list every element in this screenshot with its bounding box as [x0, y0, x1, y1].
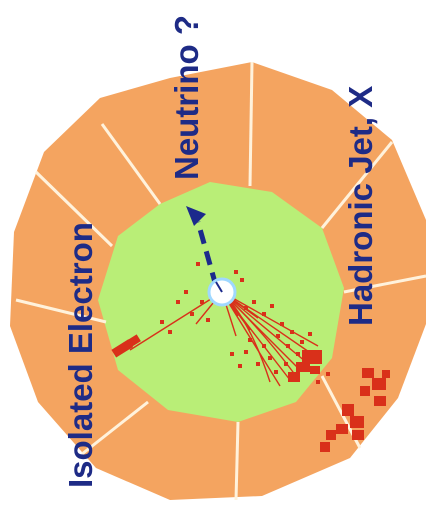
- isolated-electron-label: Isolated Electron: [62, 222, 99, 488]
- jet-deposit: [310, 366, 320, 374]
- segment-line: [100, 123, 162, 205]
- jet-deposit: [374, 396, 386, 406]
- hit-point: [268, 356, 272, 360]
- calorimeter-segment-lines: [15, 61, 427, 501]
- hit-point: [296, 352, 300, 356]
- hit-point: [308, 332, 312, 336]
- tracker-hits: [160, 262, 330, 384]
- hit-point: [234, 270, 238, 274]
- jet-deposit: [350, 416, 364, 428]
- hit-point: [206, 318, 210, 322]
- hit-point: [238, 364, 242, 368]
- hit-point: [300, 340, 304, 344]
- electron-deposit: [123, 334, 141, 350]
- neutrino-label: Neutrino ?: [168, 15, 205, 180]
- hit-point: [168, 330, 172, 334]
- segment-line: [15, 298, 107, 324]
- jet-deposit: [372, 378, 386, 390]
- hit-point: [284, 362, 288, 366]
- jet-deposit: [326, 430, 336, 440]
- hit-point: [262, 312, 266, 316]
- hit-point: [190, 312, 194, 316]
- hit-point: [286, 344, 290, 348]
- segment-line: [81, 400, 149, 456]
- segment-line: [34, 170, 114, 248]
- hit-point: [196, 262, 200, 266]
- hit-point: [184, 290, 188, 294]
- hit-point: [276, 334, 280, 338]
- jet-deposit: [320, 442, 330, 452]
- segment-line: [248, 61, 254, 187]
- hadronic-jet-label: Hadronic Jet, X: [342, 86, 379, 326]
- jet-deposit: [360, 386, 370, 396]
- interaction-vertex: [207, 277, 237, 307]
- hit-point: [326, 372, 330, 376]
- hit-point: [280, 322, 284, 326]
- hit-point: [244, 350, 248, 354]
- jet-deposit: [342, 404, 354, 416]
- segment-line: [320, 141, 394, 229]
- jet-deposit: [302, 350, 322, 364]
- electron-track: [129, 291, 223, 351]
- hit-point: [240, 278, 244, 282]
- jet-deposit: [382, 370, 390, 378]
- jet-track: [221, 291, 307, 363]
- hit-point: [256, 362, 260, 366]
- jet-deposit: [352, 430, 364, 440]
- jet-deposit: [362, 368, 374, 378]
- segment-line: [343, 274, 427, 294]
- hit-point: [160, 320, 164, 324]
- hit-point: [230, 352, 234, 356]
- jet-deposit: [288, 372, 300, 382]
- segment-line: [234, 421, 240, 501]
- jet-deposit: [336, 424, 348, 434]
- hit-point: [200, 300, 204, 304]
- jet-track: [221, 291, 319, 347]
- hit-point: [248, 338, 252, 342]
- missing-momentum-arrow: [186, 206, 219, 287]
- vertex-stub: [215, 281, 223, 293]
- hit-point: [270, 304, 274, 308]
- hit-point: [176, 300, 180, 304]
- hit-point: [262, 344, 266, 348]
- arrow-shaft: [195, 221, 219, 287]
- hit-point: [252, 300, 256, 304]
- hit-point: [290, 330, 294, 334]
- jet-deposit: [296, 362, 310, 372]
- hit-point: [244, 306, 248, 310]
- hit-point: [316, 380, 320, 384]
- hit-point: [274, 370, 278, 374]
- arrow-head: [186, 206, 206, 226]
- calorimeter-deposits: [111, 334, 390, 452]
